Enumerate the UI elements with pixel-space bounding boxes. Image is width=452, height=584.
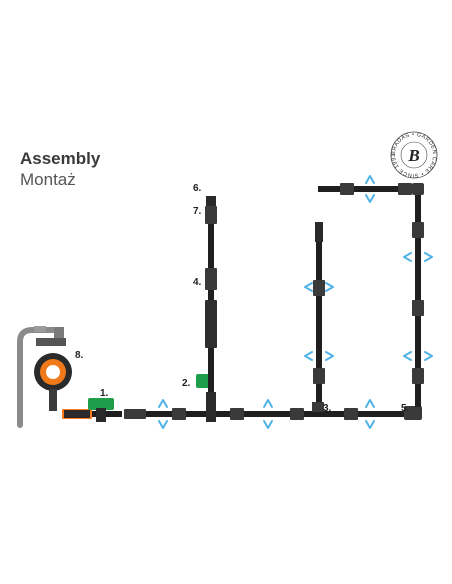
shutoff-valve-icon bbox=[88, 398, 114, 422]
faucet-icon bbox=[17, 326, 64, 428]
bradas-logo: BRADAS • GARDEN CARE • SINCE 1993 • B bbox=[0, 0, 438, 179]
loop-pipe bbox=[318, 183, 424, 407]
logo-letter: B bbox=[407, 146, 419, 165]
middle-branch-pipe bbox=[312, 222, 325, 412]
step-label-5: 5. bbox=[401, 403, 410, 414]
step-label-4: 4. bbox=[193, 277, 202, 288]
dripper-arrows bbox=[158, 175, 433, 429]
main-horizontal-pipe bbox=[62, 406, 422, 420]
assembly-subtitle: Montaż bbox=[20, 170, 76, 189]
logo-ring-text: BRADAS • GARDEN CARE • SINCE 1993 • bbox=[0, 0, 437, 178]
assembly-title: Assembly bbox=[20, 149, 101, 168]
step-label-1: 1. bbox=[100, 388, 109, 399]
step-label-7: 7. bbox=[193, 206, 202, 217]
step-label-6: 6. bbox=[193, 183, 202, 194]
step-label-8: 8. bbox=[75, 350, 84, 361]
step-label-3: 3. bbox=[323, 403, 332, 414]
water-timer-icon bbox=[34, 338, 72, 411]
step-label-2: 2. bbox=[182, 378, 191, 389]
vertical-branch-pipe bbox=[205, 196, 217, 392]
